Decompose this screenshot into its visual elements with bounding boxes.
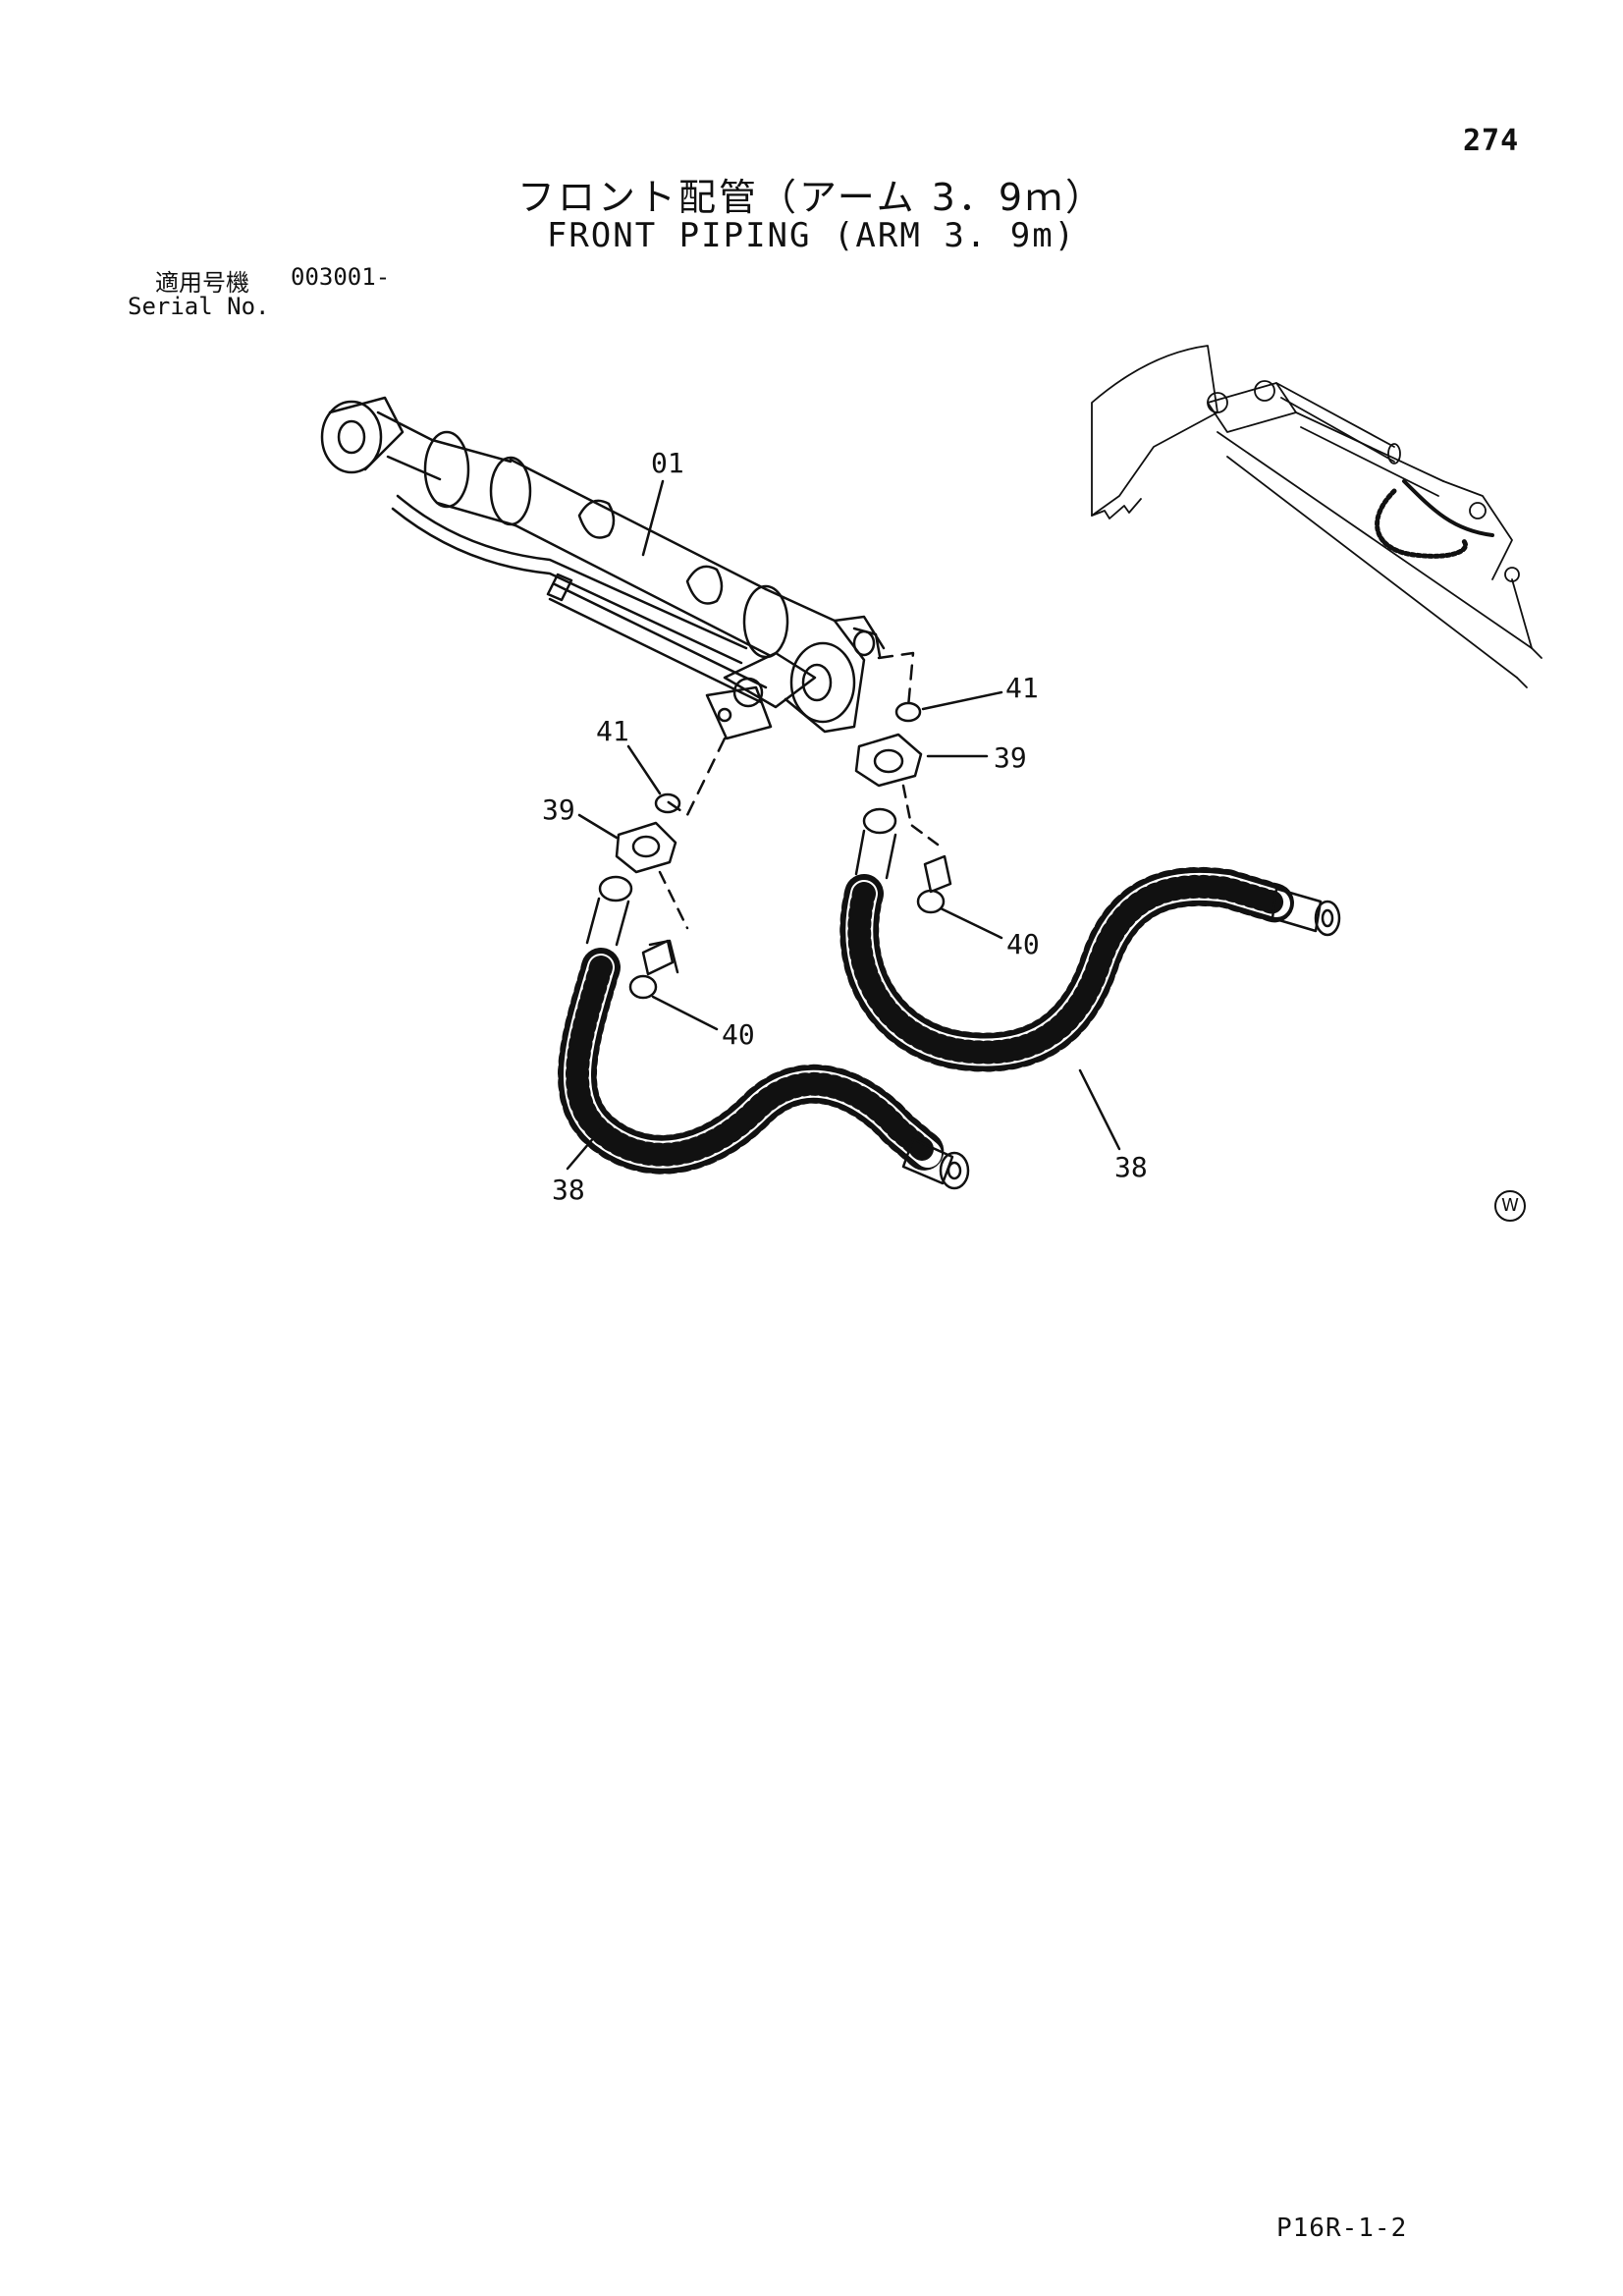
bolt-right: [916, 854, 952, 914]
bolt-left: [628, 939, 679, 1000]
inset-arm-view: [1091, 345, 1542, 688]
o-ring-left: [654, 793, 681, 814]
flange-right: [854, 733, 923, 788]
dash-left-port: [664, 737, 727, 817]
hose-left: [558, 875, 970, 1190]
dash-right-port: [877, 651, 915, 709]
callout-39-right: 39: [994, 741, 1027, 774]
serial-label-english: Serial No.: [128, 293, 270, 320]
callout-01: 01: [651, 447, 684, 479]
hose-right: [839, 807, 1341, 1072]
page-number: 274: [1463, 124, 1520, 158]
footer-code: P16R-1-2: [1276, 2214, 1408, 2243]
callout-41-right: 41: [1005, 672, 1039, 704]
leader-01: [641, 479, 665, 557]
callout-38-right: 38: [1114, 1151, 1148, 1183]
callout-40-left: 40: [722, 1018, 755, 1051]
callout-41-left: 41: [596, 715, 629, 747]
callout-40-right: 40: [1006, 928, 1040, 960]
callout-39-left: 39: [542, 793, 575, 826]
callout-38-left: 38: [552, 1174, 585, 1206]
corner-mark-icon: W: [1494, 1190, 1526, 1222]
page-title-japanese: フロント配管（アーム 3．9ｍ）: [516, 176, 1106, 219]
serial-number-value: 003001-: [291, 263, 391, 291]
serial-label-japanese: 適用号機: [155, 269, 249, 297]
arm-cylinder: [320, 396, 886, 740]
flange-left: [615, 821, 677, 874]
page-title-english: FRONT PIPING (ARM 3. 9m): [546, 216, 1077, 255]
o-ring-right: [894, 701, 922, 723]
